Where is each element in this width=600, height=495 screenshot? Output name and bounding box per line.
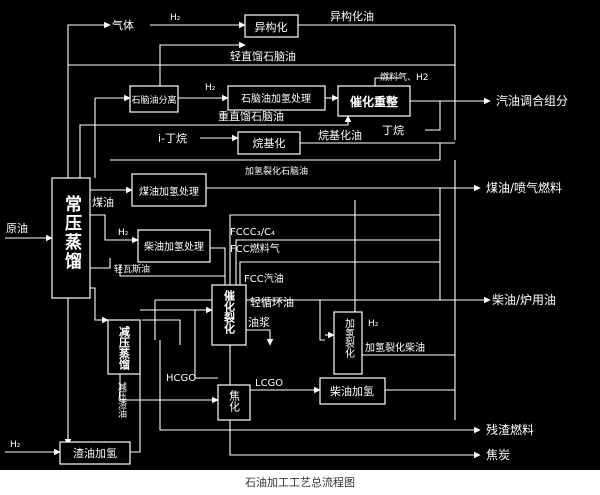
unit-resid-hydrotreater xyxy=(59,441,131,465)
kero-ht-label: 煤油加氢处理 xyxy=(139,185,199,198)
h2-resid-label: H₂ xyxy=(10,440,21,450)
unit-hydrocracker xyxy=(333,311,363,375)
i-butane-label: i-丁烷 xyxy=(158,131,187,145)
naph-ht-label: 石脑油加氢处理 xyxy=(241,92,311,105)
naph-split-label: 石脑油分离 xyxy=(131,94,176,106)
resid-ht-label: 渣油加氢 xyxy=(73,446,117,460)
unit-labels: 常压蒸馏 异构化 石脑油分离 石脑油加氢处理 催化重整 烷基化 煤油加氢处理 柴… xyxy=(61,20,398,460)
product-labels: 汽油调合组分 煤油/喷气燃料 柴油/炉用油 残渣燃料 焦炭 xyxy=(486,93,568,462)
diesel-ht2-label: 柴油加氢 xyxy=(330,384,374,398)
unit-catalytic-reformer xyxy=(337,85,411,117)
light-naph-label: 轻直馏石脑油 xyxy=(230,49,296,63)
fcc-label: 催化裂化 xyxy=(223,289,237,335)
hcgo-label: HCGO xyxy=(166,373,196,384)
hc-naph-label: 加氢裂化石脑油 xyxy=(245,165,308,177)
flow-lines xyxy=(5,21,491,459)
fcc-gasoline-label: FCC汽油 xyxy=(244,272,284,285)
unit-naphtha-splitter xyxy=(129,85,179,113)
unit-fcc xyxy=(211,284,247,346)
vac-label: 减压蒸馏 xyxy=(118,325,131,371)
h2-diesel-label: H₂ xyxy=(118,228,129,238)
reform-label: 催化重整 xyxy=(350,94,398,109)
light-gasoil-label: 轻瓦斯油 xyxy=(114,263,150,275)
hydrocrack-label: 加氢裂化 xyxy=(343,318,355,358)
product-jet: 煤油/喷气燃料 xyxy=(486,180,562,195)
process-flow-diagram: 常压蒸馏 异构化 石脑油分离 石脑油加氢处理 催化重整 烷基化 煤油加氢处理 柴… xyxy=(0,0,600,470)
product-diesel: 柴油/炉用油 xyxy=(492,293,556,307)
isom-label: 异构化 xyxy=(255,20,288,34)
isom-oil-label: 异构化油 xyxy=(330,9,374,23)
stream-labels: 原油 气体 H₂ 异构化油 轻直馏石脑油 H₂ 燃料气、H2 重直馏石脑油 i-… xyxy=(6,9,429,450)
h2-hc-label: H₂ xyxy=(368,319,379,329)
unit-naphtha-hydrotreater xyxy=(227,85,326,111)
unit-vacuum-distillation xyxy=(107,319,141,375)
vac-resid-label: 减压渣油 xyxy=(116,381,127,419)
lco-label: 轻循环油 xyxy=(250,295,294,309)
product-coke: 焦炭 xyxy=(486,448,510,462)
product-resid-fuel: 残渣燃料 xyxy=(486,422,534,437)
butane-label: 丁烷 xyxy=(382,123,404,137)
h2-top-label: H₂ xyxy=(170,13,181,23)
alkylate-label: 烷基化油 xyxy=(318,128,362,142)
hc-diesel-label: 加氢裂化柴油 xyxy=(365,341,425,354)
h2-naph-label: H₂ xyxy=(205,83,216,93)
atm-label: 常压蒸馏 xyxy=(61,194,82,271)
product-gasoline: 汽油调合组分 xyxy=(496,93,568,108)
unit-atmospheric-distillation xyxy=(51,177,91,299)
figure-caption: 石油加工工艺总流程图 xyxy=(245,476,355,489)
unit-diesel-hydrotreater xyxy=(137,229,211,263)
slurry-label: 油浆 xyxy=(248,315,270,329)
unit-alkylation xyxy=(237,131,301,155)
unit-boxes xyxy=(51,14,411,465)
unit-isomerization xyxy=(244,14,299,38)
kerosene-label: 煤油 xyxy=(92,195,114,209)
gas-label: 气体 xyxy=(112,18,134,32)
fcc-fuelgas-label: FCC燃料气 xyxy=(230,242,280,255)
crude-label: 原油 xyxy=(6,221,28,235)
alky-label: 烷基化 xyxy=(253,136,286,150)
unit-kerosene-hydrotreater xyxy=(131,173,207,207)
unit-diesel-hydrotreater-2 xyxy=(319,377,386,405)
unit-coker xyxy=(217,384,251,421)
fuel-gas-label: 燃料气、H2 xyxy=(380,71,429,83)
heavy-naph-label: 重直馏石脑油 xyxy=(218,109,284,123)
diesel-ht1-label: 柴油加氢处理 xyxy=(144,240,204,253)
fccc-label: FCCC₃/C₄ xyxy=(230,227,275,238)
coker-label: 焦化 xyxy=(228,390,241,413)
lcgo-label: LCGO xyxy=(255,378,283,389)
